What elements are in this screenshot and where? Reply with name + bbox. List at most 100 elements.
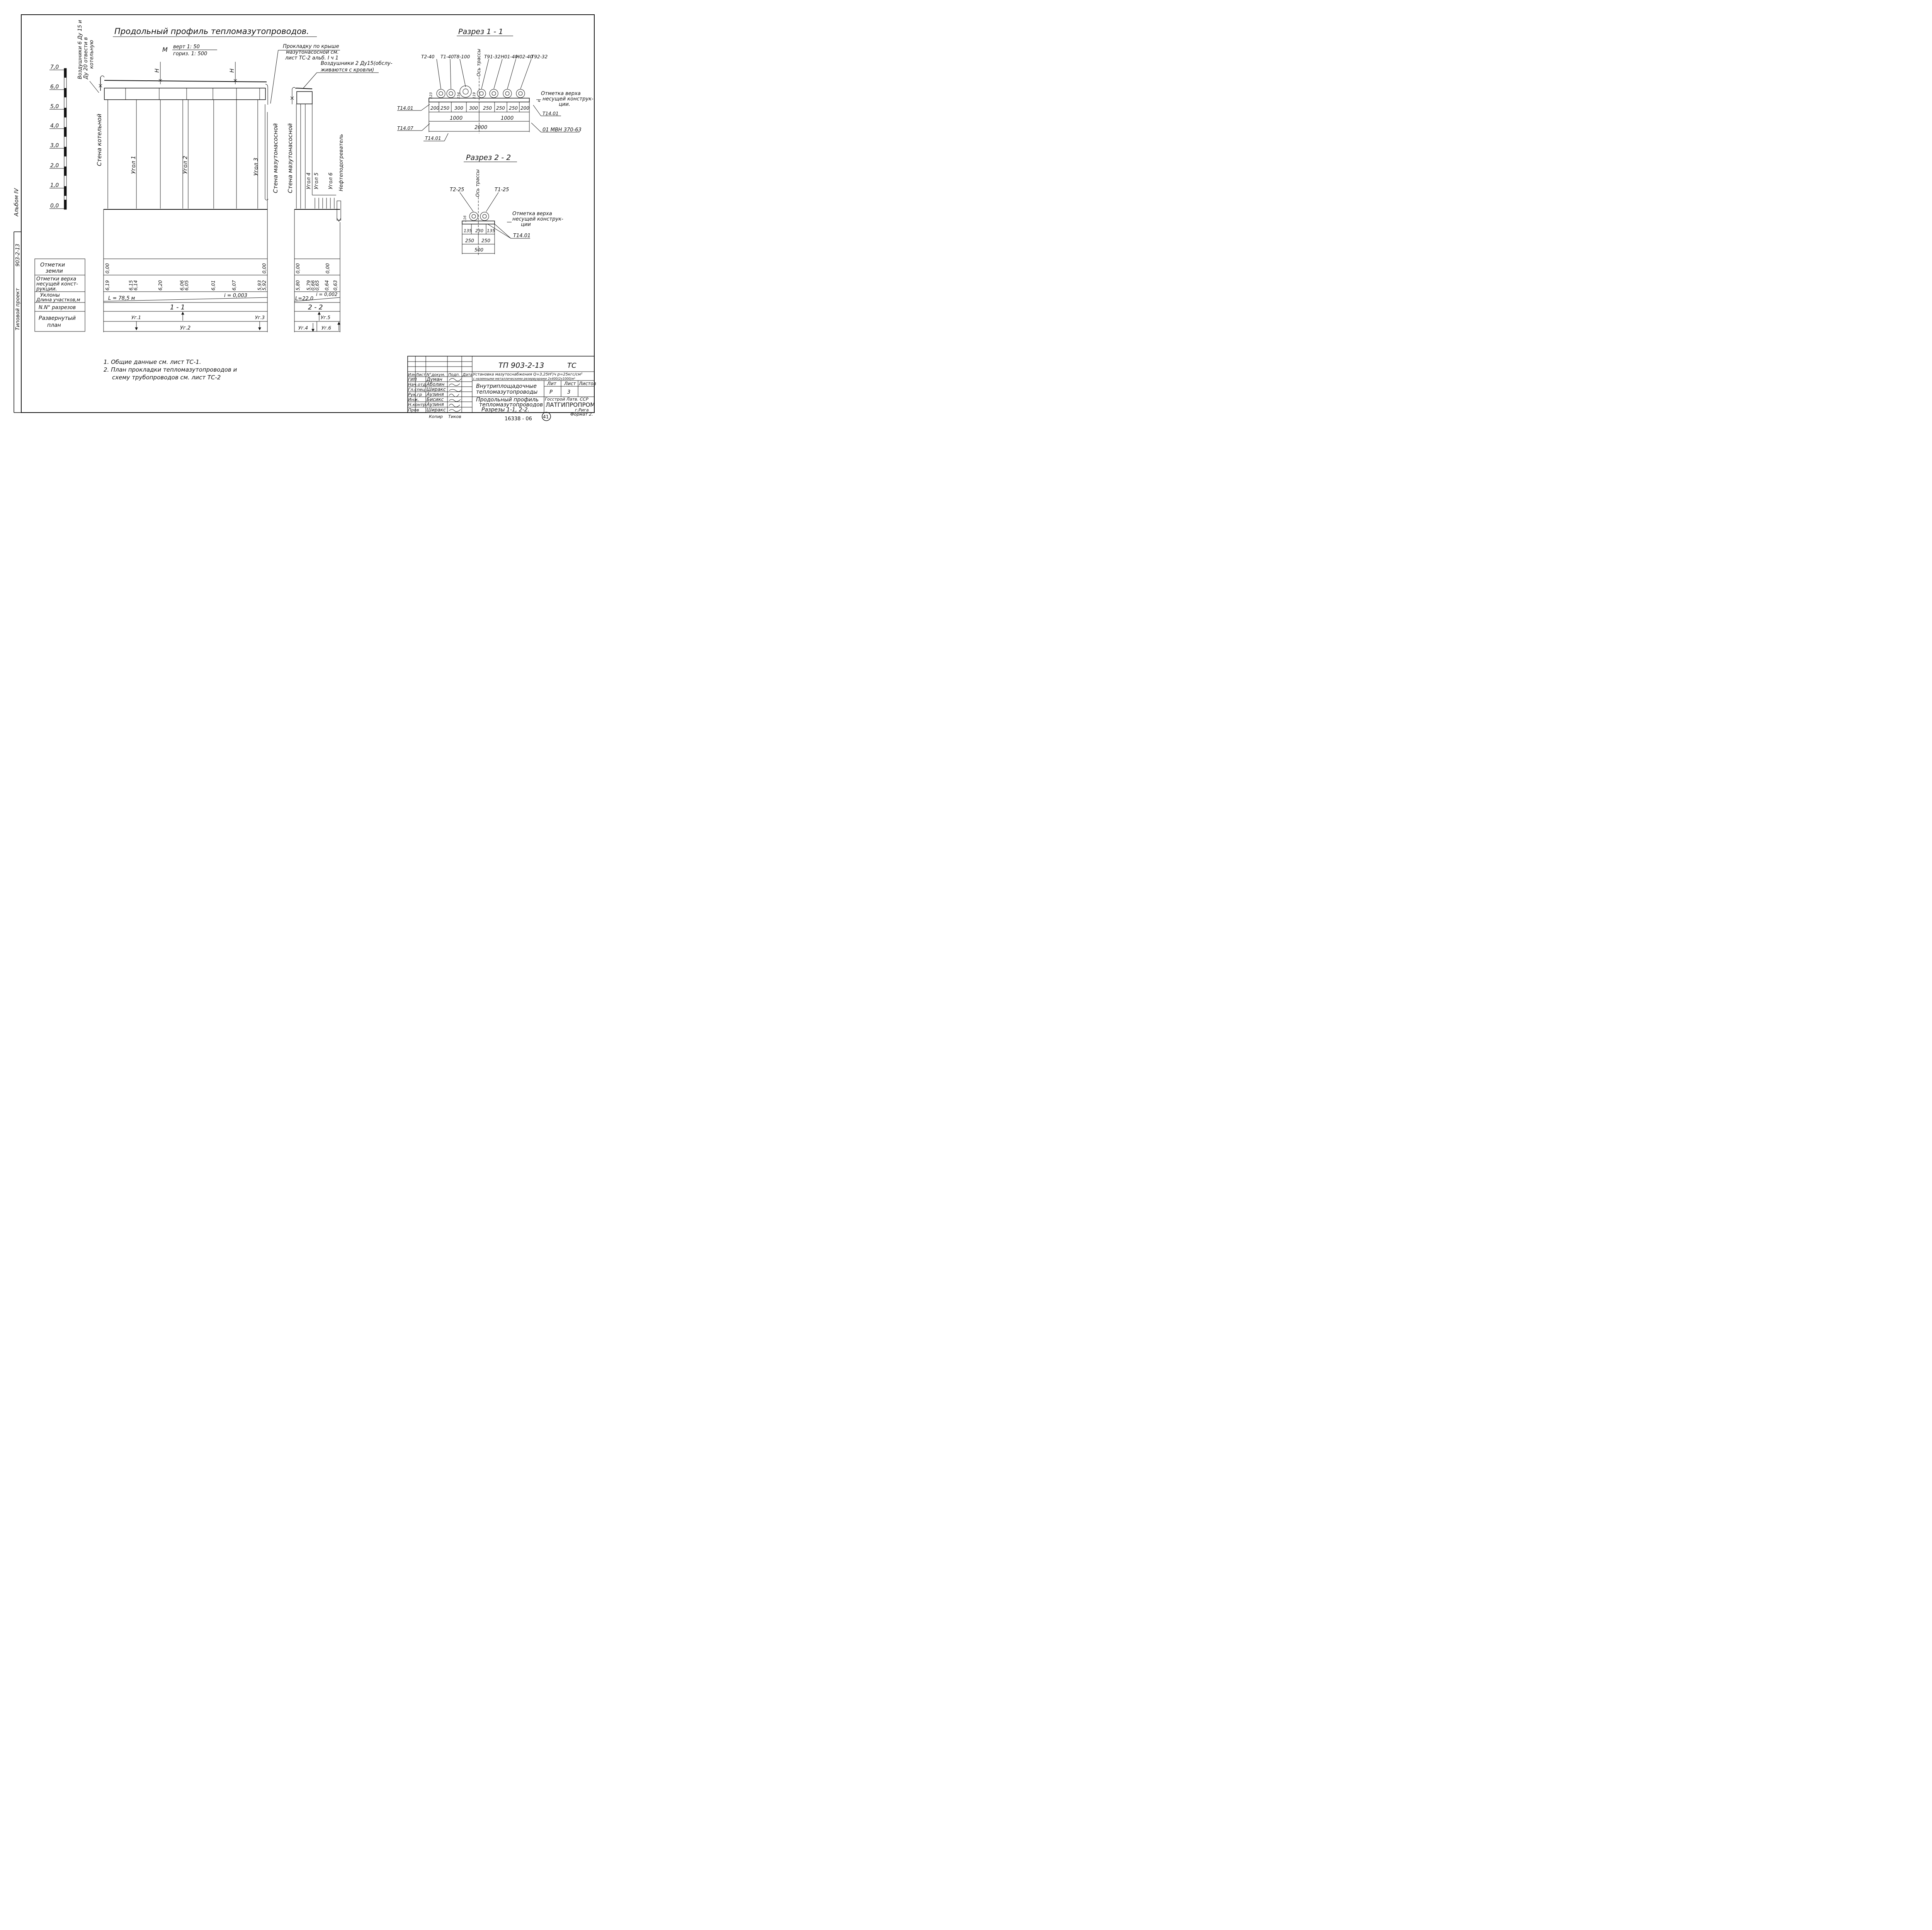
dim-top: 250 — [440, 105, 449, 111]
ground-mark: 0,00 — [105, 263, 110, 274]
top-mark: 0,63 — [333, 280, 338, 291]
top-mark: 0,64 — [324, 280, 330, 291]
stamp-sheet-number: 3 — [567, 389, 570, 395]
section-left: 1 - 1 — [170, 304, 185, 311]
stamp-name: Аузиня — [426, 392, 444, 397]
plan-angle: Уг.6 — [321, 325, 331, 331]
pipe-label: Т91-32 — [484, 54, 500, 59]
ground-mark: 0,00 — [262, 263, 267, 274]
air-vents-note: котельную — [89, 40, 95, 69]
top-mark: 6,07 — [231, 280, 237, 291]
note-top-mark: ции — [521, 222, 531, 228]
wall-pump-label: Стена мазутонасосной — [272, 123, 279, 193]
roof-note: мазутонасосной см. — [286, 49, 339, 55]
stamp-role: Пров — [408, 408, 419, 413]
pipe-label: Т2-25 — [450, 187, 464, 193]
page-circle — [542, 412, 551, 421]
drawing-sheet: Альбом IV Типовой проект 903-2-13 Продол… — [14, 14, 596, 422]
stamp-sheet-title: Продольный профиль — [476, 397, 539, 403]
stamp-name: Думан — [426, 377, 442, 382]
air-vents-note: Воздушники 6 Ду 15 и — [77, 20, 83, 79]
top-mark: 5,93 — [257, 280, 262, 291]
vents2-note: живаются с кровли) — [320, 67, 374, 73]
ruler-label: 4,0 — [50, 123, 59, 129]
stamp-subject: тепломазутопроводы — [476, 389, 537, 395]
dim-top: 300 — [454, 105, 463, 111]
height-dim: 123 — [429, 92, 433, 99]
stamp-role: Нач.отд — [408, 382, 426, 387]
section-2-drawing — [459, 192, 530, 255]
ruler-label: 2,0 — [50, 163, 59, 169]
dim-mid: 1000 — [501, 116, 514, 121]
h-marker: H — [154, 68, 160, 73]
note-top-mark: Отметка верха — [512, 211, 552, 217]
ground-mark: 0,00 — [295, 263, 301, 274]
page-number: 41 — [543, 414, 549, 420]
stamp-name: Ширакс — [427, 387, 446, 392]
angle-3-label: Угол 3 — [253, 158, 259, 176]
note-1: 1. Общие данные см. лист ТС-1. — [104, 358, 201, 365]
height-dim: 154 — [457, 92, 461, 99]
dim-top: 200 — [430, 105, 439, 111]
section-right: 2 - 2 — [308, 304, 323, 311]
pipe-label: Н01-40 — [501, 54, 518, 59]
slope-left: i = 0,003 — [224, 293, 247, 299]
scale-horiz: гориз. 1: 500 — [173, 51, 207, 57]
dim-mid: 250 — [481, 238, 490, 243]
top-mark: 5,79 — [306, 280, 311, 291]
inventory-number: 16338 - 06 — [505, 416, 532, 422]
stamp-role: ГИП — [408, 377, 417, 382]
dim-top: 135 — [487, 228, 495, 233]
plan-angle: Уг.3 — [255, 315, 265, 320]
title-block — [407, 356, 595, 413]
length-left: L = 78,5 м — [108, 296, 135, 301]
height-dim: 116 — [463, 216, 467, 222]
note-3: схему трубопроводов см. лист ТС-2 — [112, 374, 221, 381]
stamp-name: Ширакс — [427, 407, 446, 413]
stamp-description: Установка мазутоснабжения Q=3,25Н³/ч р=2… — [473, 372, 582, 377]
left-profile — [99, 50, 340, 332]
album-label: Альбом IV — [14, 188, 20, 217]
section-2-title: Разрез 2 - 2 — [466, 153, 511, 162]
signatures — [449, 378, 462, 412]
stamp-name: Бисикс — [427, 397, 444, 402]
stamp-role: Гл.спец — [408, 387, 425, 392]
wall-boiler-label: Стена котельной — [96, 114, 103, 166]
height-dim: 119 — [473, 92, 476, 99]
stamp-role: Н.контр — [408, 402, 426, 407]
oil-heater-label: Нефтеподогреватель — [338, 134, 344, 191]
length-right: L=22,0 — [295, 296, 313, 302]
stamp-stage-header: Лист — [564, 381, 576, 386]
dim-mid: 250 — [465, 238, 474, 243]
project-label: Типовой проект — [15, 288, 21, 330]
ruler-label: 0,0 — [50, 203, 59, 209]
stamp-name: Аузиня — [426, 402, 444, 407]
ref-label: Т14.07 — [397, 126, 413, 131]
top-mark: 6,20 — [158, 280, 163, 291]
ruler-label: 7,0 — [50, 64, 59, 70]
dim-top: 250 — [483, 105, 492, 111]
vertical-ruler — [64, 68, 67, 210]
stamp-header: Дата — [462, 373, 473, 377]
plan-angle: Уг.4 — [298, 325, 308, 331]
table-label: Развернутый — [39, 315, 76, 321]
stamp-stage-header: Листов — [578, 381, 596, 386]
table-label: рукции. — [36, 286, 57, 292]
dim-top: 300 — [469, 105, 478, 111]
pipe-label: Т1-40 — [440, 54, 454, 59]
angle-2-label: Угол 2 — [182, 156, 189, 174]
table-label: Длина участков,м — [36, 297, 80, 302]
pipe-label: Т92-32 — [531, 54, 548, 59]
outer-frame — [21, 14, 595, 413]
stamp-subject: Внутриплощадочные — [476, 383, 537, 389]
stamp-header: Лист — [415, 373, 426, 377]
top-mark: 6,01 — [211, 280, 216, 291]
stamp-header: Подп. — [448, 373, 460, 377]
dim-top: 200 — [520, 105, 529, 111]
ruler-ticks — [49, 70, 64, 209]
top-mark: 0,66 — [310, 280, 316, 291]
scale-vert: верт 1: 50 — [173, 44, 200, 50]
stamp-org: Госстрой Латв. ССР — [545, 397, 588, 402]
profile-title: Продольный профиль тепломазутопроводов. — [114, 27, 309, 36]
table-label: несущей конст- — [36, 281, 78, 287]
